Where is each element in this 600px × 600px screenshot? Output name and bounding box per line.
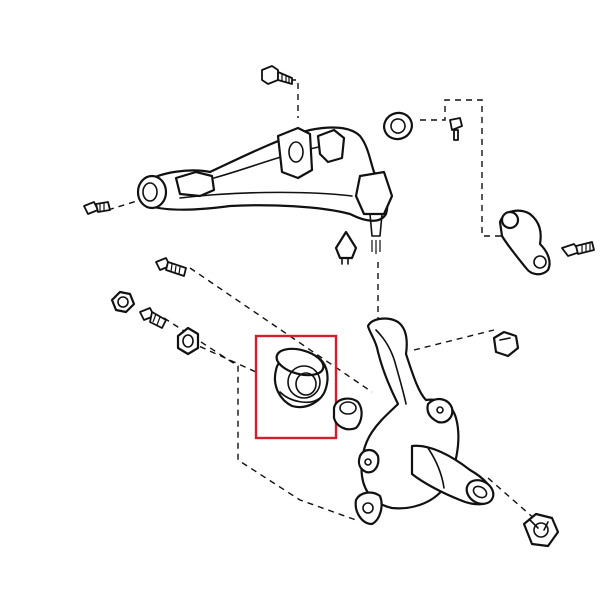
rear-bolt: [83, 201, 111, 215]
assembly-guide-lines: [107, 79, 537, 521]
ball-joint-seal: [383, 111, 413, 141]
upper-control-arm: [136, 126, 394, 254]
steering-knuckle: [354, 317, 495, 526]
knuckle-bushing: [273, 347, 329, 409]
steering-arm: [498, 209, 595, 276]
nut-left: [110, 290, 136, 314]
knuckle-bolt: [155, 257, 187, 277]
ball-joint-nut: [334, 230, 358, 265]
bolt-left: [139, 307, 167, 329]
spacer-collar: [332, 397, 363, 431]
seal-bolt: [449, 117, 463, 141]
washer-left: [176, 326, 200, 356]
top-bolt: [261, 65, 293, 85]
nut-right: [492, 330, 520, 358]
hub-nut: [522, 512, 560, 548]
highlight-box: [254, 334, 338, 440]
